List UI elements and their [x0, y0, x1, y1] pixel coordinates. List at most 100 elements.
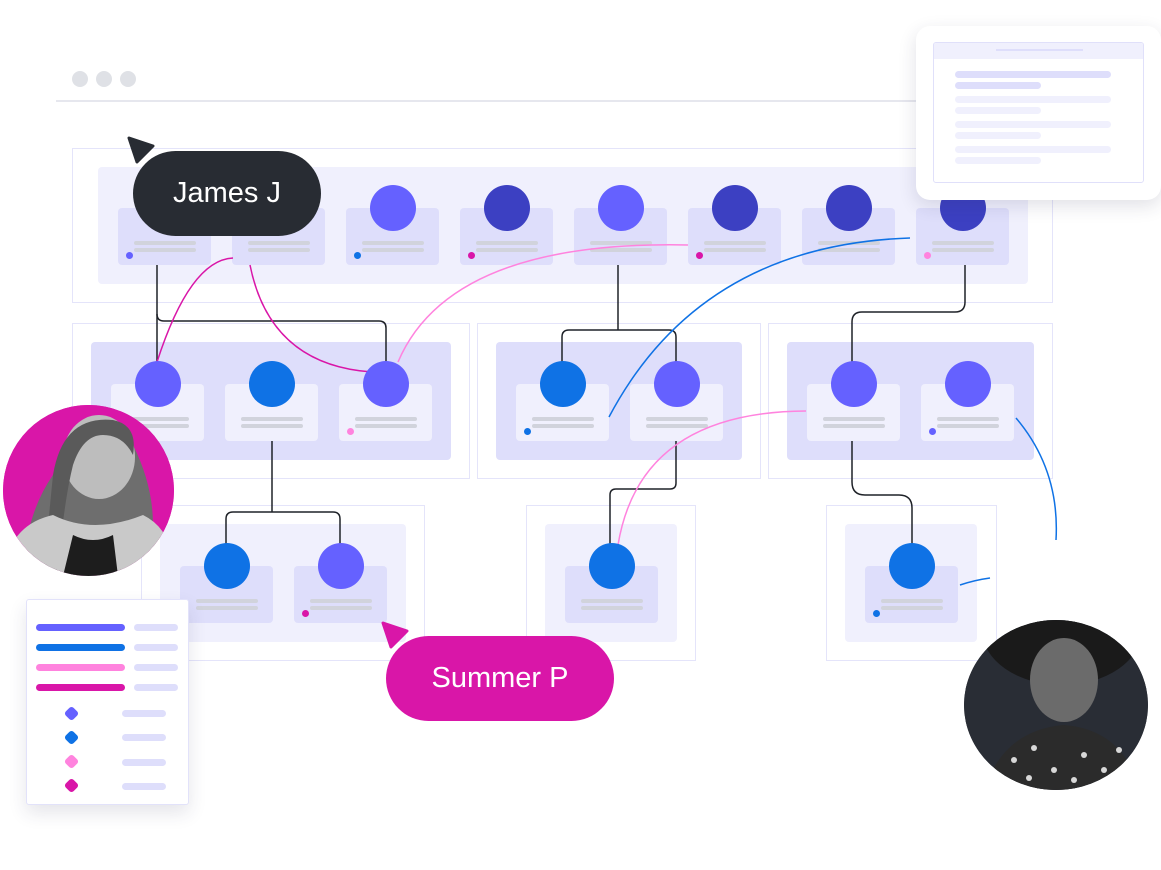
legend-marker-blue — [63, 729, 80, 746]
legend-label-placeholder — [134, 664, 178, 671]
legend-swatch — [36, 624, 125, 631]
text-placeholder — [362, 241, 424, 245]
text-placeholder — [932, 248, 994, 252]
text-placeholder — [646, 424, 708, 428]
text-placeholder — [581, 606, 643, 610]
person-photo-icon — [3, 405, 174, 576]
legend-swatch — [36, 644, 125, 651]
window-controls — [72, 71, 136, 87]
person-node-violet[interactable] — [363, 361, 409, 407]
person-node-violet[interactable] — [654, 361, 700, 407]
avatar-summer — [3, 405, 174, 576]
person-node-blue[interactable] — [889, 543, 935, 589]
cursor-james-icon — [127, 136, 155, 164]
legend-swatch — [36, 684, 125, 691]
text-placeholder — [955, 146, 1111, 153]
person-node-blue[interactable] — [249, 361, 295, 407]
text-placeholder — [355, 424, 417, 428]
person-node-blue[interactable] — [540, 361, 586, 407]
text-placeholder — [476, 248, 538, 252]
status-marker-violet — [929, 428, 936, 435]
text-placeholder — [955, 71, 1111, 78]
legend-marker-magenta — [63, 777, 80, 794]
person-node-violet[interactable] — [831, 361, 877, 407]
legend-line-violet — [36, 624, 125, 631]
text-placeholder — [881, 606, 943, 610]
status-marker-pink — [347, 428, 354, 435]
text-placeholder — [823, 424, 885, 428]
text-placeholder — [532, 417, 594, 421]
text-placeholder — [818, 241, 880, 245]
text-placeholder — [581, 599, 643, 603]
person-node-blue[interactable] — [589, 543, 635, 589]
text-placeholder — [476, 241, 538, 245]
text-placeholder — [196, 606, 258, 610]
legend-line-magenta — [36, 684, 125, 691]
document-preview-card[interactable] — [916, 26, 1161, 200]
text-placeholder — [955, 132, 1041, 139]
text-placeholder — [937, 424, 999, 428]
legend-label-placeholder — [122, 710, 166, 717]
window-dot[interactable] — [72, 71, 88, 87]
legend-label-placeholder — [122, 759, 166, 766]
text-placeholder — [196, 599, 258, 603]
person-node-blue[interactable] — [204, 543, 250, 589]
document-header — [934, 43, 1143, 59]
text-placeholder — [310, 606, 372, 610]
text-placeholder — [955, 157, 1041, 164]
status-marker-blue — [524, 428, 531, 435]
legend-label-placeholder — [134, 644, 178, 651]
status-marker-magenta — [696, 252, 703, 259]
toolbar-divider — [56, 100, 1161, 102]
document-title-placeholder — [996, 49, 1083, 51]
window-dot[interactable] — [120, 71, 136, 87]
legend-marker-violet — [63, 705, 80, 722]
text-placeholder — [704, 241, 766, 245]
person-node-violet[interactable] — [598, 185, 644, 231]
text-placeholder — [134, 248, 196, 252]
person-node-violet[interactable] — [318, 543, 364, 589]
status-marker-magenta — [302, 610, 309, 617]
person-node-violet[interactable] — [370, 185, 416, 231]
text-placeholder — [881, 599, 943, 603]
text-placeholder — [590, 241, 652, 245]
status-marker-pink — [924, 252, 931, 259]
text-placeholder — [362, 248, 424, 252]
text-placeholder — [823, 417, 885, 421]
status-marker-magenta — [468, 252, 475, 259]
text-placeholder — [937, 417, 999, 421]
text-placeholder — [932, 241, 994, 245]
text-placeholder — [955, 107, 1041, 114]
legend-label-placeholder — [122, 783, 166, 790]
legend-line-blue — [36, 644, 125, 651]
collaborator-tag-summer[interactable]: Summer P — [386, 636, 614, 721]
text-placeholder — [248, 248, 310, 252]
person-node-violet[interactable] — [945, 361, 991, 407]
person-photo-icon — [964, 620, 1148, 790]
legend-line-pink — [36, 664, 125, 671]
status-marker-blue — [354, 252, 361, 259]
person-node-indigo[interactable] — [712, 185, 758, 231]
text-placeholder — [355, 417, 417, 421]
text-placeholder — [241, 417, 303, 421]
status-marker-violet — [126, 252, 133, 259]
collaborator-tag-james[interactable]: James J — [133, 151, 321, 236]
avatar-james — [964, 620, 1148, 790]
legend-label-placeholder — [122, 734, 166, 741]
text-placeholder — [241, 424, 303, 428]
status-marker-blue — [873, 610, 880, 617]
legend-swatch — [36, 664, 125, 671]
person-node-indigo[interactable] — [826, 185, 872, 231]
window-dot[interactable] — [96, 71, 112, 87]
text-placeholder — [955, 82, 1041, 89]
text-placeholder — [818, 248, 880, 252]
text-placeholder — [704, 248, 766, 252]
person-node-violet[interactable] — [135, 361, 181, 407]
text-placeholder — [248, 241, 310, 245]
text-placeholder — [310, 599, 372, 603]
legend-card[interactable] — [26, 599, 189, 805]
person-node-indigo[interactable] — [484, 185, 530, 231]
text-placeholder — [590, 248, 652, 252]
text-placeholder — [955, 121, 1111, 128]
text-placeholder — [955, 96, 1111, 103]
